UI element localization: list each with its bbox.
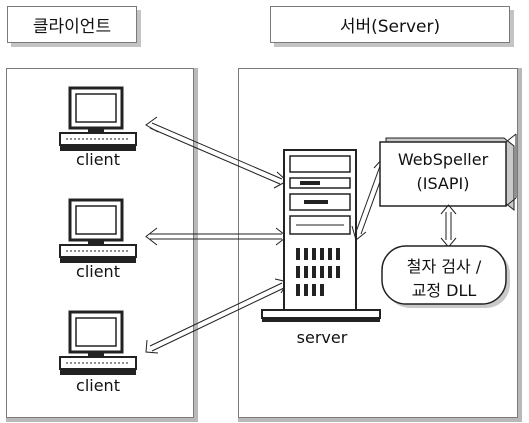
client-computer-icon-2: [58, 198, 138, 265]
client-computer-icon-3: [58, 310, 138, 377]
server-label: server: [296, 328, 348, 347]
client-server-arrow-1: [145, 116, 288, 189]
server-panel-header: 서버(Server): [270, 6, 510, 43]
client-panel-header: 클라이언트: [7, 6, 137, 43]
client-label-3: client: [76, 376, 120, 395]
webspeller-box: [379, 133, 517, 212]
spellcheck-dll-box: [381, 245, 510, 308]
server-tower-icon: [261, 149, 381, 322]
client-label-2: client: [76, 262, 120, 281]
webspeller-dll-arrow: [440, 204, 457, 248]
webspeller-text-2: (ISAPI): [416, 174, 470, 193]
spellcheck-text-2: 교정 DLL: [411, 281, 477, 300]
client-label-1: client: [76, 150, 120, 169]
client-server-arrow-2: [145, 227, 288, 246]
client-panel-border: [6, 68, 194, 418]
server-panel-title: 서버(Server): [339, 17, 441, 37]
client-server-arrow-3: [145, 278, 289, 354]
spellcheck-text-1: 철자 검사 /: [406, 257, 482, 276]
client-computer-icon-1: [58, 86, 138, 153]
server-panel-border: [238, 68, 518, 418]
webspeller-text-1: WebSpeller: [397, 150, 489, 169]
client-panel-title: 클라이언트: [32, 17, 112, 37]
